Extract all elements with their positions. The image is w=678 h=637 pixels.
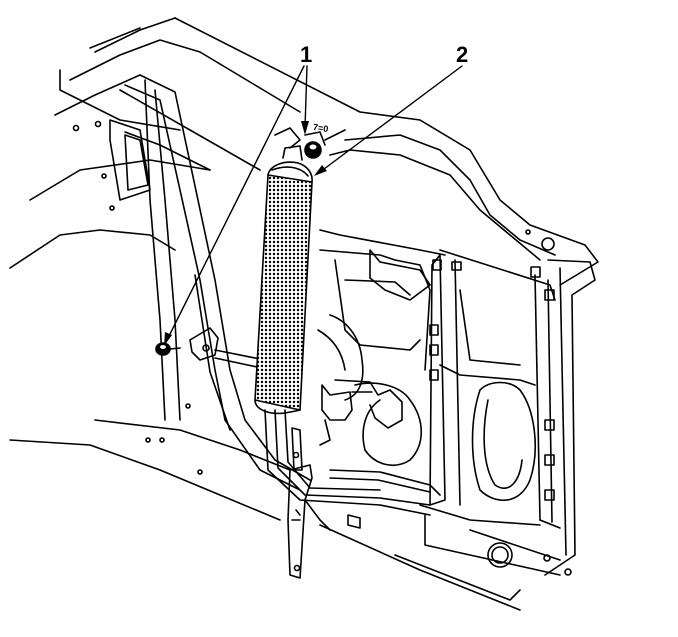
leader-1-to-lower-bolt bbox=[166, 65, 305, 341]
cooler-lines bbox=[264, 409, 441, 516]
left-side-panel bbox=[9, 69, 521, 611]
mounting-bolt-lower bbox=[155, 342, 181, 356]
callout-1-label: 1 bbox=[300, 42, 313, 67]
bolt-marking-text: 7=0 bbox=[312, 121, 329, 135]
leader-1-to-upper-bolt bbox=[304, 65, 308, 129]
callout-2-label: 2 bbox=[456, 42, 469, 67]
lower-strap-bracket bbox=[287, 427, 361, 579]
oil-cooler bbox=[254, 127, 313, 415]
upper-radiator-support bbox=[54, 17, 599, 301]
center-openings bbox=[317, 249, 536, 568]
curved-flange bbox=[124, 74, 311, 491]
leader-2-to-cooler bbox=[319, 65, 463, 173]
mounting-bolt-upper bbox=[304, 129, 346, 159]
callout-arrowheads bbox=[164, 121, 327, 346]
callout-leader-lines bbox=[166, 65, 463, 341]
hose-fittings bbox=[319, 379, 403, 446]
